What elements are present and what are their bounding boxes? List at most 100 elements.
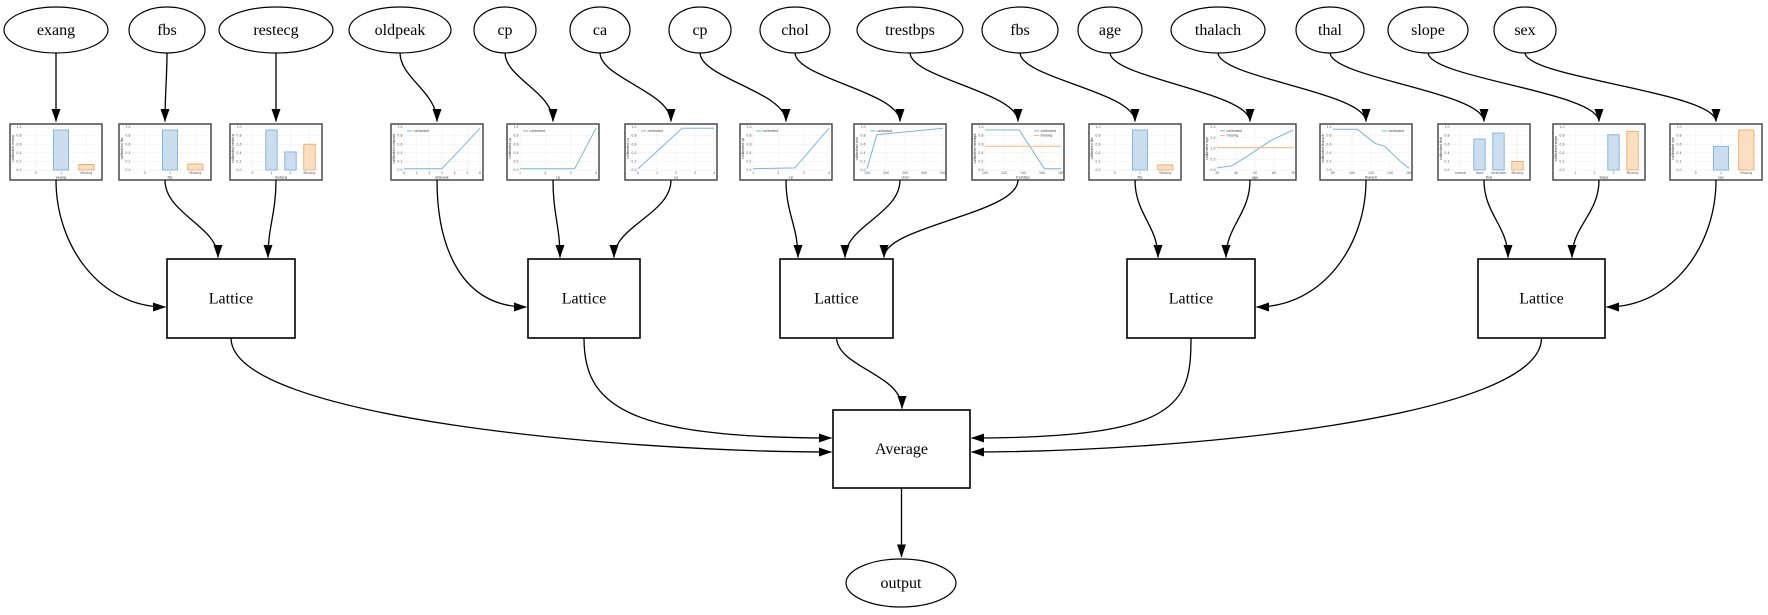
y-axis-label: calibrated chol xyxy=(855,137,859,161)
legend-label: calibrated xyxy=(1227,129,1243,133)
feature-node-fbs: fbs xyxy=(128,6,206,54)
y-tick-label: 0.6 xyxy=(1444,142,1449,146)
feature-node-slope: slope xyxy=(1387,6,1469,54)
legend-label: calibrated xyxy=(648,129,664,133)
y-tick-label: 0.4 xyxy=(513,151,518,155)
lattice-node-3: Lattice xyxy=(779,258,894,339)
lattice-label: Lattice xyxy=(209,291,253,308)
x-tick-label: 6 xyxy=(479,171,481,175)
x-tick-label: Missing xyxy=(1512,171,1524,175)
chart-to-lattice-edge xyxy=(840,179,901,258)
x-tick-label: 3 xyxy=(694,171,696,175)
lattice-node-4: Lattice xyxy=(1126,258,1256,339)
y-tick-label: 1.0 xyxy=(860,125,865,129)
chart-to-lattice-edge xyxy=(263,179,277,258)
y-tick-label: 0.8 xyxy=(860,134,865,138)
chart-to-lattice-edge xyxy=(164,179,223,258)
y-tick-label: 0.0 xyxy=(1095,168,1100,172)
x-tick-label: 160 xyxy=(1039,171,1045,175)
lattice-node-5: Lattice xyxy=(1477,258,1606,339)
x-axis-label: trestbps xyxy=(1016,175,1030,179)
y-tick-label: 0.2 xyxy=(125,160,130,164)
chart-frame xyxy=(390,123,484,181)
x-tick-label: Missing xyxy=(1740,171,1752,175)
x-tick-label: 0 xyxy=(403,171,405,175)
y-tick-label: 0.6 xyxy=(16,142,21,146)
x-tick-label: 1 xyxy=(656,171,658,175)
x-tick-label: 4 xyxy=(828,171,830,175)
x-tick-label: Missing xyxy=(80,171,92,175)
x-tick-label: 0 xyxy=(637,171,639,175)
y-tick-label: 0.0 xyxy=(397,168,402,172)
x-tick-label: 0 xyxy=(1695,171,1697,175)
y-axis-label: calibrated oldpeak xyxy=(392,134,396,164)
x-tick-label: 4 xyxy=(595,171,597,175)
x-tick-label: 140 xyxy=(1020,171,1026,175)
y-tick-label: 0.2 xyxy=(860,160,865,164)
y-tick-label: 0.6 xyxy=(1559,142,1564,146)
x-tick-label: 4 xyxy=(454,171,456,175)
y-tick-label: 0.8 xyxy=(236,134,241,138)
y-axis-label: calibrated sex xyxy=(1671,137,1675,160)
x-axis-label: fbs xyxy=(1137,175,1142,179)
y-tick-label: 1.0 xyxy=(978,125,983,129)
x-tick-label: 60 xyxy=(1272,171,1276,175)
y-tick-label: 0.4 xyxy=(631,151,636,155)
x-tick-label: 40 xyxy=(1234,171,1238,175)
feature-label: fbs xyxy=(157,22,177,39)
x-tick-label: 0 xyxy=(1114,171,1116,175)
feature-to-chart-edge xyxy=(794,52,905,122)
y-axis-label: calibrated slope xyxy=(1554,136,1558,162)
y-axis-label: calibrated fbs xyxy=(120,137,124,159)
x-tick-label: 140 xyxy=(1387,171,1393,175)
legend-label: missing xyxy=(1227,134,1239,138)
y-tick-label: 0.0 xyxy=(1676,168,1681,172)
bar-calibrated xyxy=(53,129,70,171)
x-tick-label: 120 xyxy=(1001,171,1007,175)
chart-to-lattice-edge xyxy=(1134,179,1163,258)
x-tick-label: fixed xyxy=(1476,171,1484,175)
y-tick-label: 1.0 xyxy=(16,125,21,129)
y-tick-label: 0.0 xyxy=(860,168,865,172)
feature-label: thal xyxy=(1318,22,1343,39)
y-tick-label: 1.0 xyxy=(125,125,130,129)
y-tick-label: 0.6 xyxy=(1326,142,1331,146)
y-tick-label: 0.6 xyxy=(978,142,983,146)
x-tick-label: 2 xyxy=(1593,171,1595,175)
feature-to-chart-edge xyxy=(699,52,791,122)
y-axis-label: calibrated fbs xyxy=(1090,137,1094,159)
y-tick-label: 0.4 xyxy=(1676,151,1681,155)
x-tick-label: 2 xyxy=(428,171,430,175)
y-tick-label: 0.6 xyxy=(513,142,518,146)
feature-node-thal: thal xyxy=(1295,6,1365,54)
output-label: output xyxy=(881,575,922,592)
bar-missing xyxy=(1738,129,1755,171)
chart-to-lattice-edge xyxy=(436,179,527,312)
x-tick-label: 100 xyxy=(1349,171,1355,175)
feature-label: ca xyxy=(593,22,607,39)
legend-label: calibrated xyxy=(530,129,546,133)
lattice-to-average-edge xyxy=(835,337,907,409)
x-tick-label: 3 xyxy=(570,171,572,175)
y-tick-label: 0.0 xyxy=(746,168,751,172)
y-tick-label: 0.4 xyxy=(860,151,865,155)
x-tick-label: 300 xyxy=(902,171,908,175)
legend-label: calibrated xyxy=(414,129,430,133)
feature-node-cp: cp xyxy=(473,6,537,54)
x-tick-label: 4 xyxy=(713,171,715,175)
y-tick-label: 0.6 xyxy=(236,142,241,146)
x-tick-label: 1 xyxy=(519,171,521,175)
line-series-calibrated xyxy=(520,128,597,170)
x-tick-label: reversible xyxy=(1491,171,1507,175)
bar-calibrated xyxy=(1492,132,1505,171)
y-tick-label: 1.0 xyxy=(746,125,751,129)
lattice-label: Lattice xyxy=(1169,291,1213,308)
bar-missing xyxy=(1626,130,1639,171)
y-tick-label: 0.4 xyxy=(1095,151,1100,155)
lattice-label: Lattice xyxy=(562,291,606,308)
chart-to-lattice-edge xyxy=(1606,179,1717,312)
